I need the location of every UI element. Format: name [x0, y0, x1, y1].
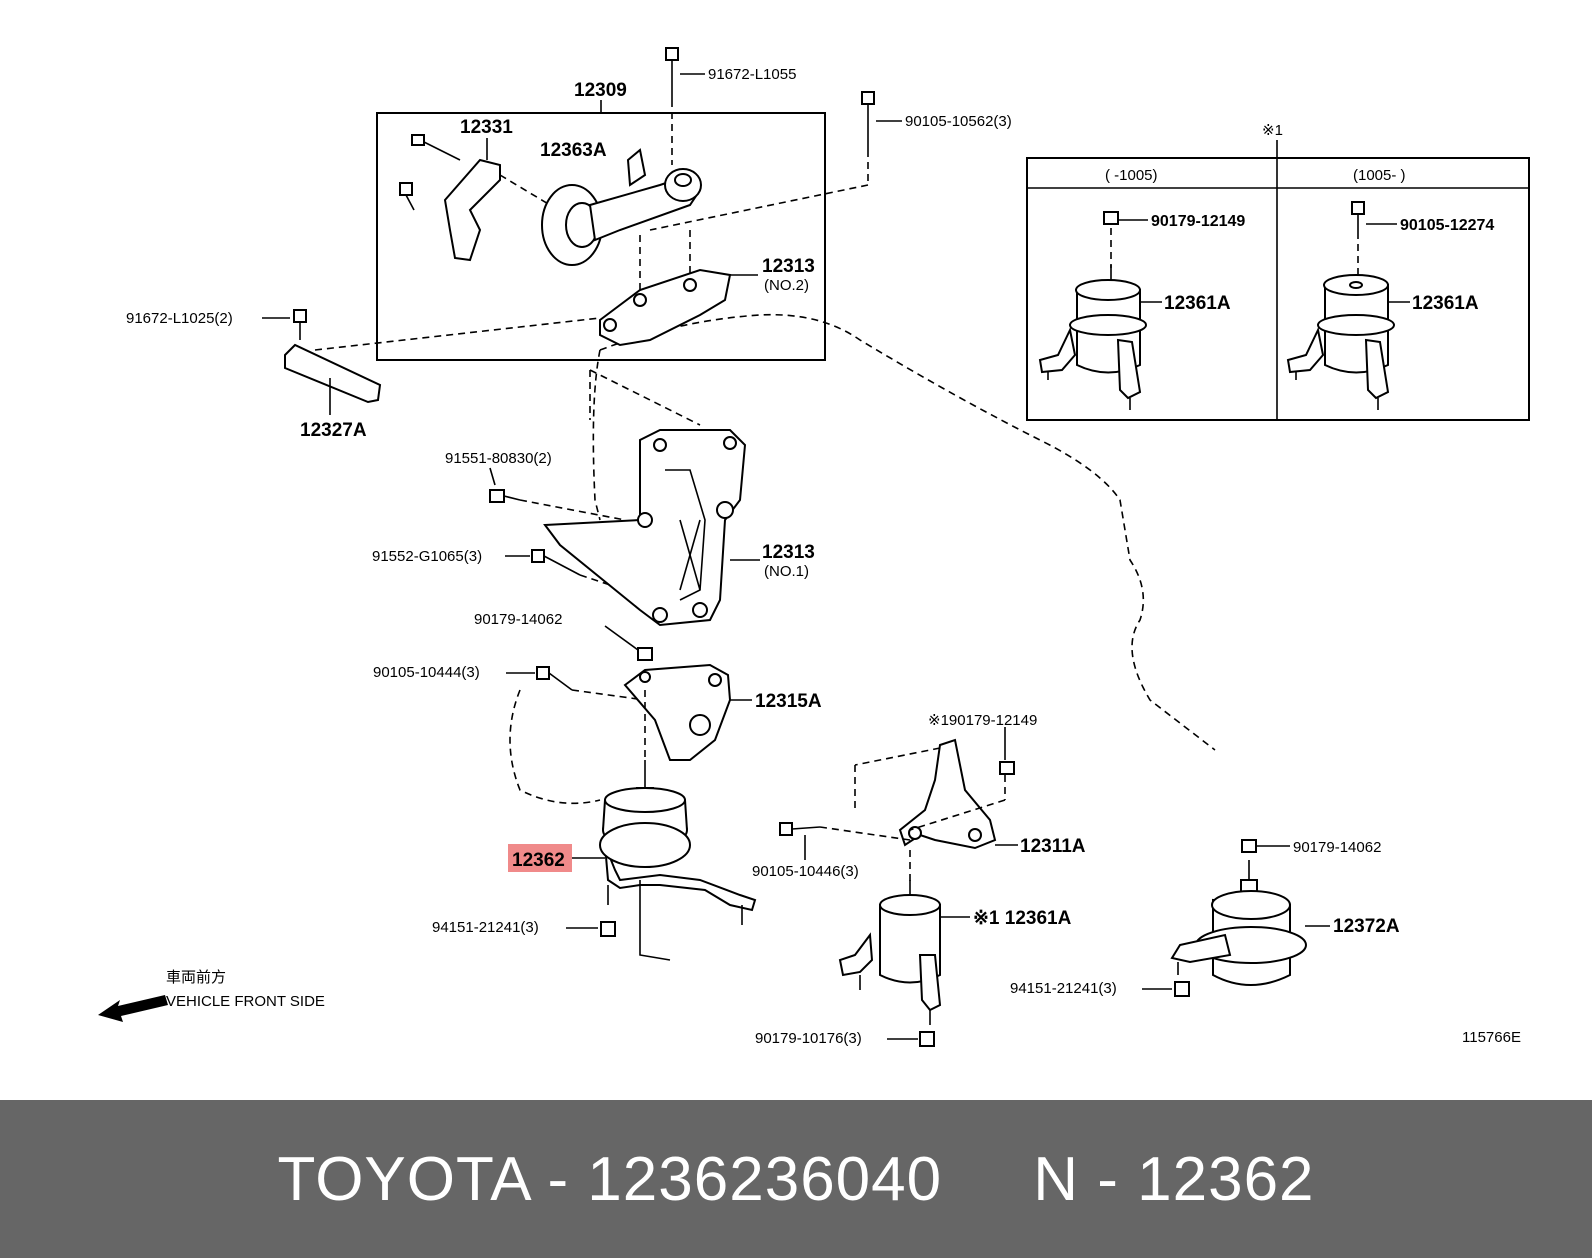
label-94151-21241-b: 94151-21241(3) [1010, 980, 1117, 997]
label-no2: (NO.2) [764, 277, 809, 294]
label-90179-14062-b: 90179-14062 [1293, 839, 1381, 856]
label-12331: 12331 [460, 117, 513, 138]
highlight-box [508, 844, 572, 872]
bolt-icon [536, 666, 573, 691]
inset-box [1026, 157, 1530, 421]
label-91672-L1025: 91672-L1025(2) [126, 310, 233, 327]
mount-12361A [838, 880, 942, 1025]
label-12372A: 12372A [1333, 916, 1400, 937]
label-x1-12361A: ※1 12361A [973, 908, 1072, 929]
inset-left-bolt: 90179-12149 [1151, 213, 1245, 230]
label-12311A: 12311A [1020, 836, 1086, 857]
illustration-code: 115766E [1462, 1029, 1521, 1046]
bolt-icon [665, 47, 679, 100]
label-12363A: 12363A [540, 140, 607, 161]
bolt-icon [779, 822, 821, 836]
label-12315A: 12315A [755, 691, 822, 712]
inset-col-right-header: (1005- ) [1353, 167, 1406, 184]
label-12313-no1: 12313 [762, 542, 815, 563]
engine-lower-line [639, 900, 671, 961]
bolt-icon [861, 91, 875, 150]
label-90179-10176: 90179-10176(3) [755, 1030, 862, 1047]
bolt-icon [399, 182, 415, 211]
label-94151-21241-a: 94151-21241(3) [432, 919, 539, 936]
inset-right-bolt: 90105-12274 [1400, 217, 1494, 234]
nut-icon [999, 761, 1015, 775]
label-90105-10446: 90105-10446(3) [752, 863, 859, 880]
transmission-outline [509, 689, 601, 805]
bracket-12315A [623, 663, 732, 761]
bolt-icon [293, 309, 307, 340]
mount-12362 [599, 760, 757, 925]
label-90105-10444: 90105-10444(3) [373, 664, 480, 681]
rod-12327A [284, 343, 382, 404]
label-12309: 12309 [574, 80, 627, 101]
engine-outline-left [592, 349, 601, 521]
label-91552-G1065: 91552-G1065(3) [372, 548, 482, 565]
label-90105-10562: 90105-10562(3) [905, 113, 1012, 130]
label-91672-L1055: 91672-L1055 [708, 66, 796, 83]
inset-left-mount [1038, 265, 1147, 410]
inset-left-part: 12361A [1164, 293, 1231, 314]
label-90179-14062-a: 90179-14062 [474, 611, 562, 628]
bolt-icon [531, 549, 581, 576]
part-footer-banner: TOYOTA - 1236236040 N - 12362 [0, 1100, 1592, 1258]
inset-note: ※1 [1262, 122, 1283, 139]
nut-icon [637, 647, 653, 661]
label-x1-90179-12149: ※190179-12149 [928, 712, 1037, 729]
nut-icon [600, 921, 616, 937]
bracket-12313-no2 [599, 268, 732, 347]
nut-icon [1174, 981, 1190, 997]
bolt-icon [1351, 201, 1365, 232]
inset-col-left-header: ( -1005) [1105, 167, 1158, 184]
label-no1: (NO.1) [764, 563, 809, 580]
part-number-title: TOYOTA - 1236236040 N - 12362 [277, 1144, 1315, 1214]
bolt-icon [411, 134, 461, 161]
label-front-en: VEHICLE FRONT SIDE [166, 993, 325, 1010]
label-91551-80830: 91551-80830(2) [445, 450, 552, 467]
inset-right-part: 12361A [1412, 293, 1479, 314]
label-12327A: 12327A [300, 420, 367, 441]
nut-icon [1241, 839, 1257, 853]
label-front-jp: 車両前方 [166, 969, 226, 986]
nut-icon [1103, 211, 1119, 225]
engine-outline [599, 313, 1216, 751]
label-12362: 12362 [512, 850, 565, 871]
mount-12372A [1170, 860, 1307, 986]
inset-right-mount [1286, 274, 1395, 410]
front-arrow-icon [98, 995, 168, 1022]
bracket-12331 [443, 158, 501, 262]
nut-icon [919, 1031, 935, 1047]
label-12313-no2: 12313 [762, 256, 815, 277]
bolt-icon [489, 489, 521, 503]
bracket-12311A [898, 738, 997, 850]
parts-diagram: 12309 91672-L1055 90105-10562(3) 12331 1… [98, 47, 1530, 1047]
